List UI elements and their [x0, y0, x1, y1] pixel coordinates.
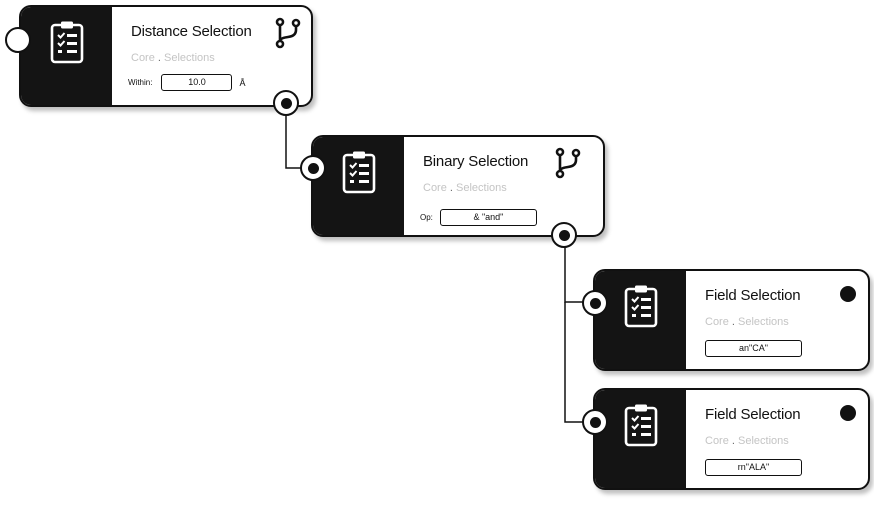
- field-input[interactable]: rn"ALA": [705, 459, 802, 476]
- node-title: Distance Selection: [131, 23, 252, 40]
- branch-icon[interactable]: [555, 147, 581, 179]
- field-input[interactable]: an"CA": [705, 340, 802, 357]
- within-input[interactable]: 10.0: [161, 74, 233, 91]
- op-label: Op:: [420, 213, 433, 222]
- output-port-binary[interactable]: [551, 222, 577, 248]
- op-select[interactable]: & "and": [439, 209, 537, 226]
- status-dot-icon: [840, 405, 856, 421]
- input-port-distance[interactable]: [5, 27, 31, 53]
- wire-binary-to-field-2: [564, 302, 594, 423]
- node-sidebar: [595, 390, 686, 488]
- node-title: Field Selection: [705, 287, 801, 304]
- clipboard-checklist-icon: [342, 151, 376, 194]
- branch-icon[interactable]: [275, 17, 301, 49]
- node-field-selection-ca[interactable]: Field Selection Core . Selections an"CA": [593, 269, 870, 371]
- param-row: Within: 10.0 Å: [128, 74, 245, 91]
- node-sidebar: [595, 271, 686, 369]
- status-dot-icon: [840, 286, 856, 302]
- node-sidebar: [313, 137, 404, 235]
- output-port-distance[interactable]: [273, 90, 299, 116]
- node-title: Binary Selection: [423, 153, 529, 170]
- node-title: Field Selection: [705, 406, 801, 423]
- clipboard-checklist-icon: [50, 21, 84, 64]
- input-port-field-ala[interactable]: [582, 409, 608, 435]
- node-category: Core . Selections: [423, 182, 507, 194]
- node-category: Core . Selections: [131, 52, 215, 64]
- node-sidebar: [21, 7, 112, 105]
- input-port-binary[interactable]: [300, 155, 326, 181]
- clipboard-checklist-icon: [624, 404, 658, 447]
- input-port-field-ca[interactable]: [582, 290, 608, 316]
- unit-label: Å: [239, 77, 246, 88]
- within-label: Within:: [128, 78, 153, 87]
- node-field-selection-ala[interactable]: Field Selection Core . Selections rn"ALA…: [593, 388, 870, 490]
- node-distance-selection[interactable]: Distance Selection Core . Selections Wit…: [19, 5, 313, 107]
- param-row: Op: & "and": [420, 209, 537, 226]
- clipboard-checklist-icon: [624, 285, 658, 328]
- node-category: Core . Selections: [705, 435, 789, 447]
- node-category: Core . Selections: [705, 316, 789, 328]
- node-binary-selection[interactable]: Binary Selection Core . Selections Op: &…: [311, 135, 605, 237]
